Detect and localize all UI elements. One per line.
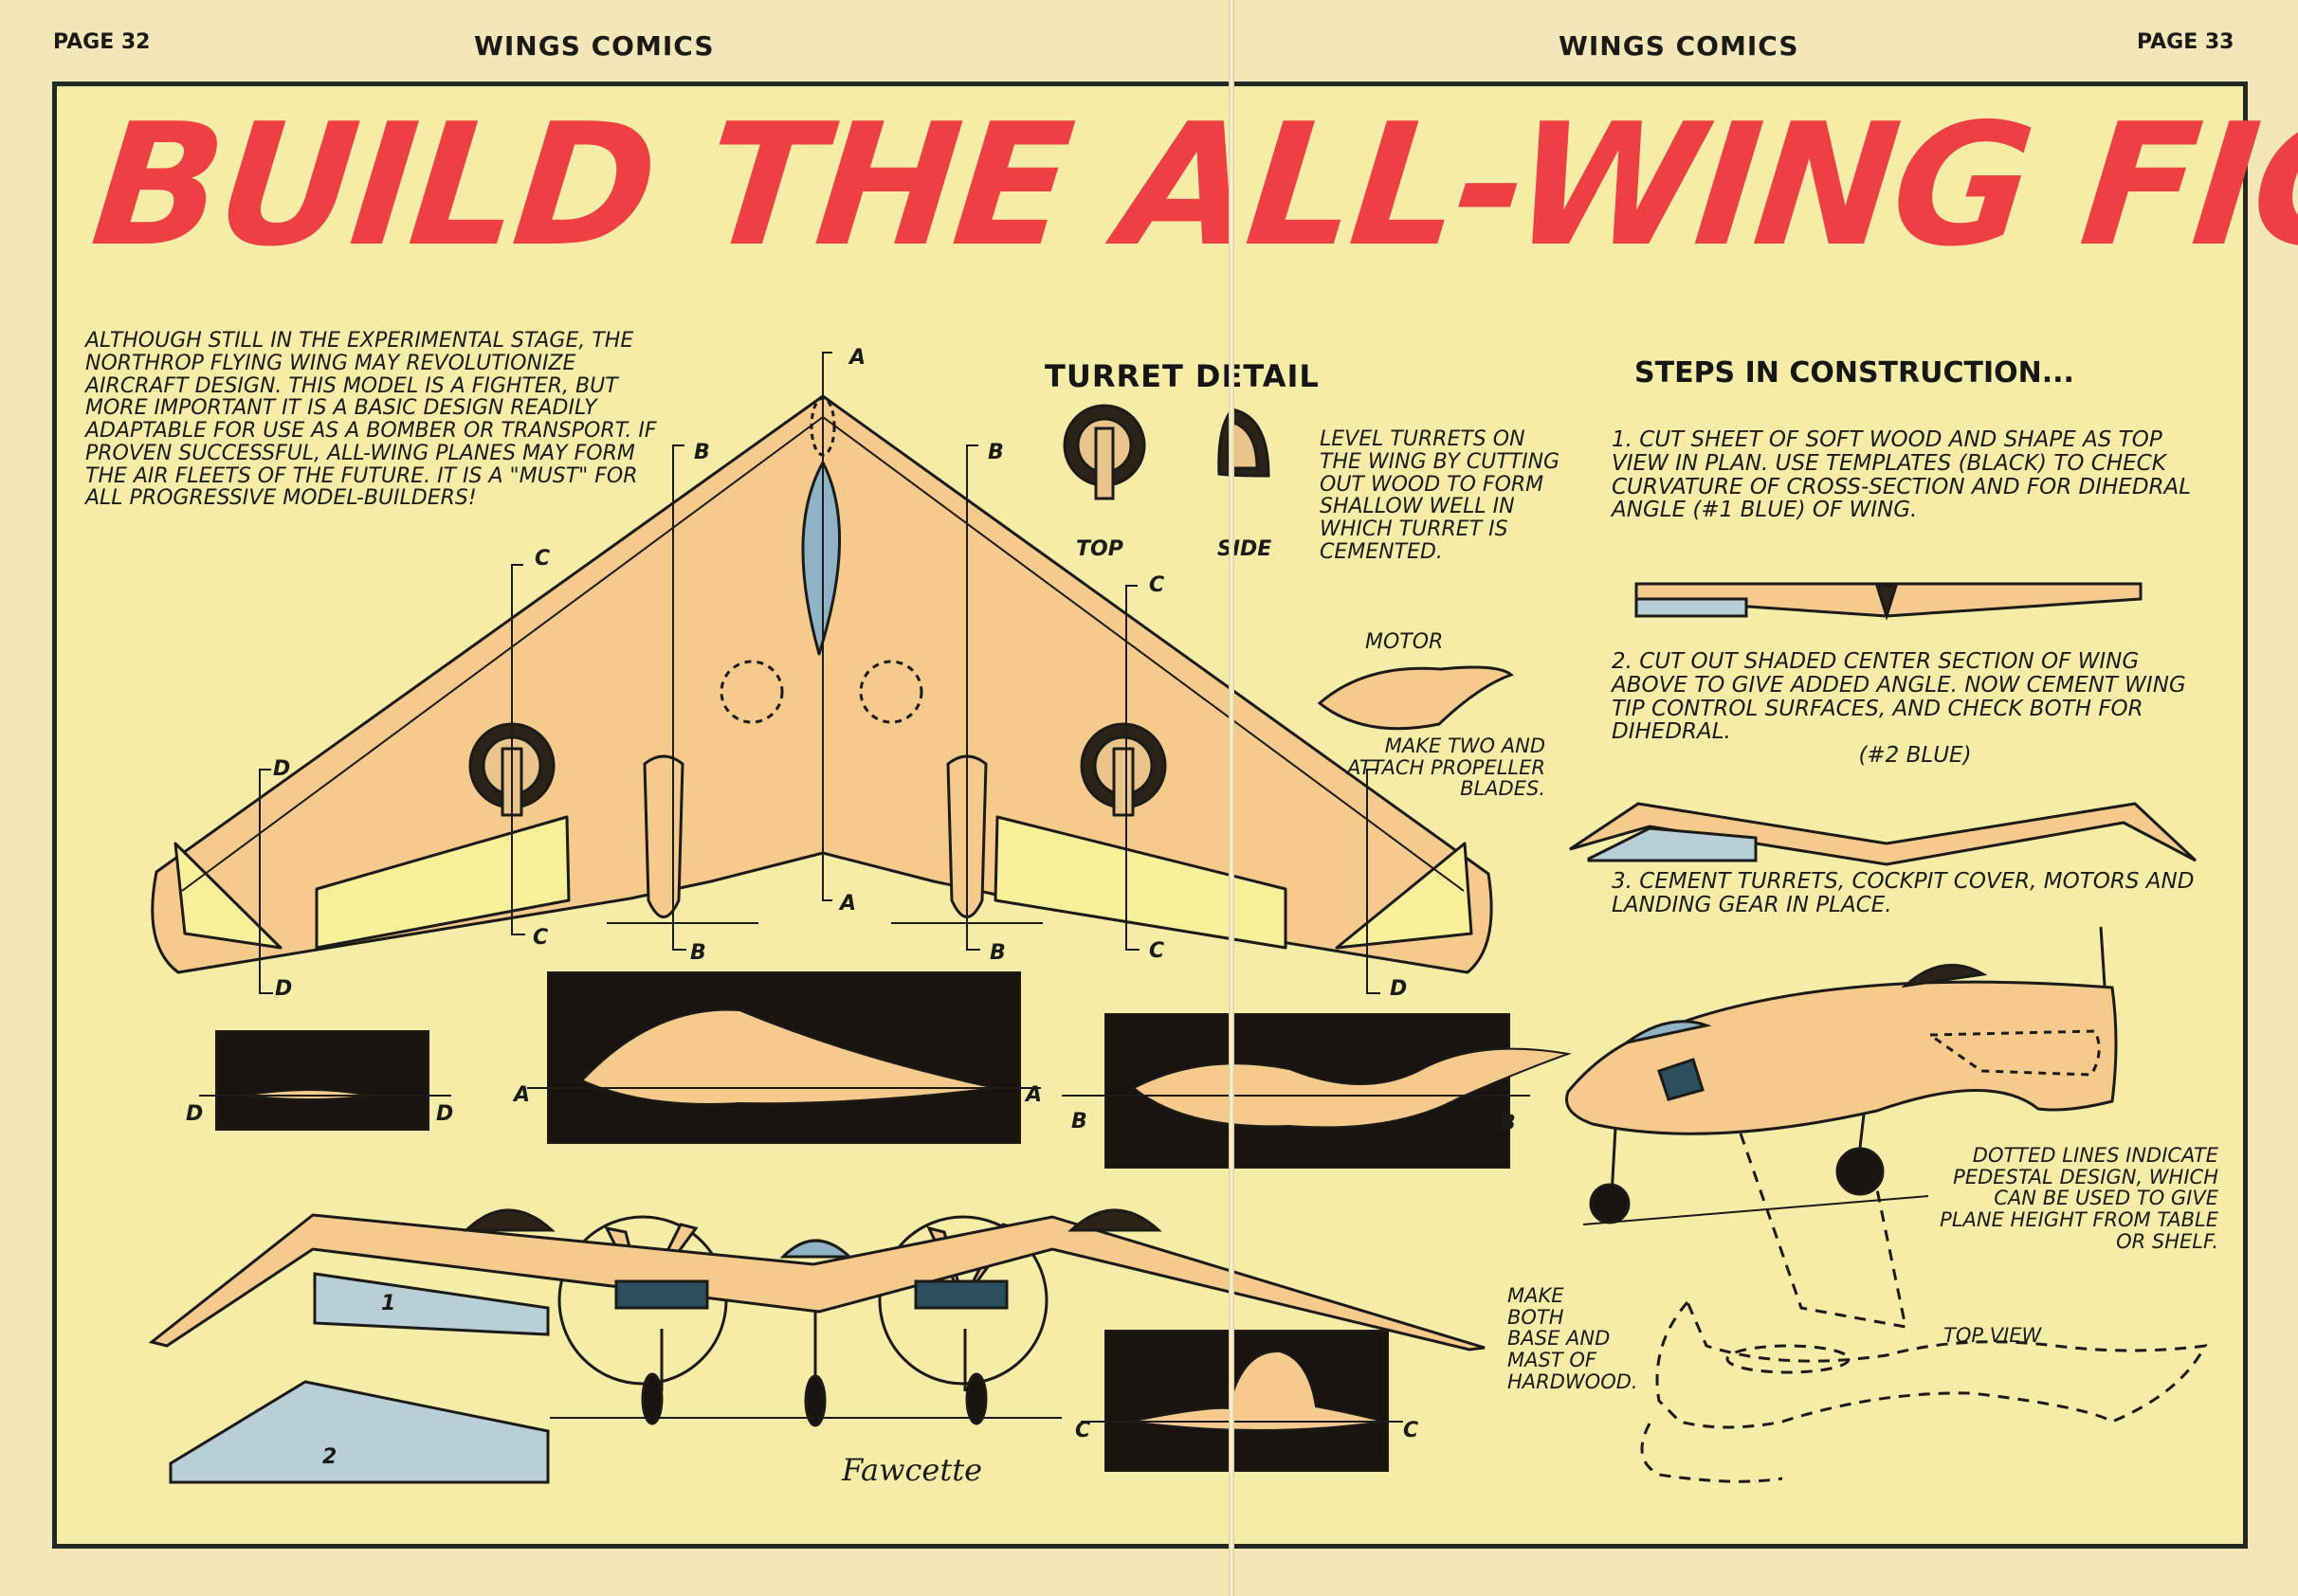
series-title-left: WINGS COMICS	[474, 30, 715, 62]
step-2-text: 2. CUT OUT SHADED CENTER SECTION OF WING…	[1612, 649, 2186, 745]
turret-detail-heading: TURRET DETAIL	[1045, 358, 1320, 394]
template-c	[1081, 1330, 1403, 1472]
motor-note: MAKE TWO AND ATTACH PROPELLER BLADES.	[1346, 735, 1545, 801]
steps-heading: STEPS IN CONSTRUCTION...	[1634, 356, 2074, 390]
side-view-plane	[1565, 926, 2118, 1225]
section-label-d-right-bottom: D	[1390, 977, 1407, 1001]
page-number-left: PAGE 32	[53, 30, 151, 54]
template-c-label-right: C	[1403, 1419, 1418, 1442]
template-2-label: 2	[322, 1445, 337, 1469]
motor-drawing	[1317, 665, 1514, 731]
section-lines	[259, 352, 1380, 994]
template-a-label-left: A	[512, 1083, 530, 1107]
step1-diagram	[1634, 582, 2143, 622]
template-a-label-right: A	[1024, 1083, 1042, 1107]
intro-text: ALTHOUGH STILL IN THE EXPERIMENTAL STAGE…	[85, 329, 657, 511]
step-2-block: 2. CUT OUT SHADED CENTER SECTION OF WING…	[1612, 650, 2218, 768]
pedestal-dotted-lines	[1640, 1133, 2208, 1483]
template-c-label-left: C	[1075, 1419, 1090, 1442]
section-label-c-right-top: C	[1149, 573, 1164, 597]
step2-diagram	[1569, 802, 2198, 866]
section-label-c-left-top: C	[535, 547, 550, 571]
pedestal-note: DOTTED LINES INDICATE PEDESTAL DESIGN, W…	[1940, 1144, 2218, 1253]
top-view-wing	[151, 394, 1493, 974]
step-1-text: 1. CUT SHEET OF SOFT WOOD AND SHAPE AS T…	[1612, 427, 2192, 523]
section-label-a-bottom: A	[838, 892, 856, 916]
section-label-c-right-bottom: C	[1149, 939, 1164, 963]
pedestal-base-note: MAKE BOTH BASE AND MAST OF HARDWOOD.	[1507, 1284, 1638, 1393]
turret-top-label: TOP	[1076, 537, 1123, 561]
section-label-a-top: A	[848, 346, 866, 370]
section-label-b-right-bottom: B	[990, 941, 1006, 965]
template-b-label-left: B	[1071, 1110, 1087, 1134]
section-label-b-left-bottom: B	[690, 941, 706, 965]
center-fold	[1229, 0, 1234, 1596]
template-b-label-right: B	[1500, 1112, 1516, 1135]
step-2-tail: (#2 BLUE)	[1858, 743, 1972, 769]
template-d-label-left: D	[186, 1102, 203, 1126]
turret-side-label: SIDE	[1217, 537, 1271, 561]
section-label-b-left-top: B	[694, 441, 710, 464]
motor-label: MOTOR	[1365, 630, 1444, 654]
dihedral-template-2	[169, 1380, 550, 1484]
series-title-right: WINGS COMICS	[1559, 30, 1799, 62]
turret-detail-drawings	[1063, 404, 1270, 500]
template-d	[199, 1030, 451, 1131]
template-1-label: 1	[381, 1292, 395, 1315]
step-3-text: 3. CEMENT TURRETS, COCKPIT COVER, MOTORS…	[1612, 869, 2195, 917]
template-b	[1062, 1013, 1572, 1169]
pedestal-top-view-label: TOP VIEW	[1943, 1324, 2042, 1347]
section-label-c-left-bottom: C	[533, 926, 548, 950]
section-label-b-right-top: B	[988, 441, 1004, 464]
artist-signature: Fawcette	[842, 1452, 983, 1488]
section-letters: A A B B B B C C C C D D D	[273, 346, 1407, 1001]
front-view-plane	[148, 1208, 1486, 1427]
section-label-d-left-bottom: D	[275, 977, 292, 1001]
section-label-d-left-top: D	[273, 757, 290, 781]
dihedral-template-1	[313, 1272, 550, 1336]
turret-level-note: LEVEL TURRETS ON THE WING BY CUTTING OUT…	[1320, 427, 1560, 564]
template-a	[527, 971, 1041, 1144]
page-number-right: PAGE 33	[2137, 30, 2234, 54]
template-d-label-right: D	[436, 1102, 453, 1126]
